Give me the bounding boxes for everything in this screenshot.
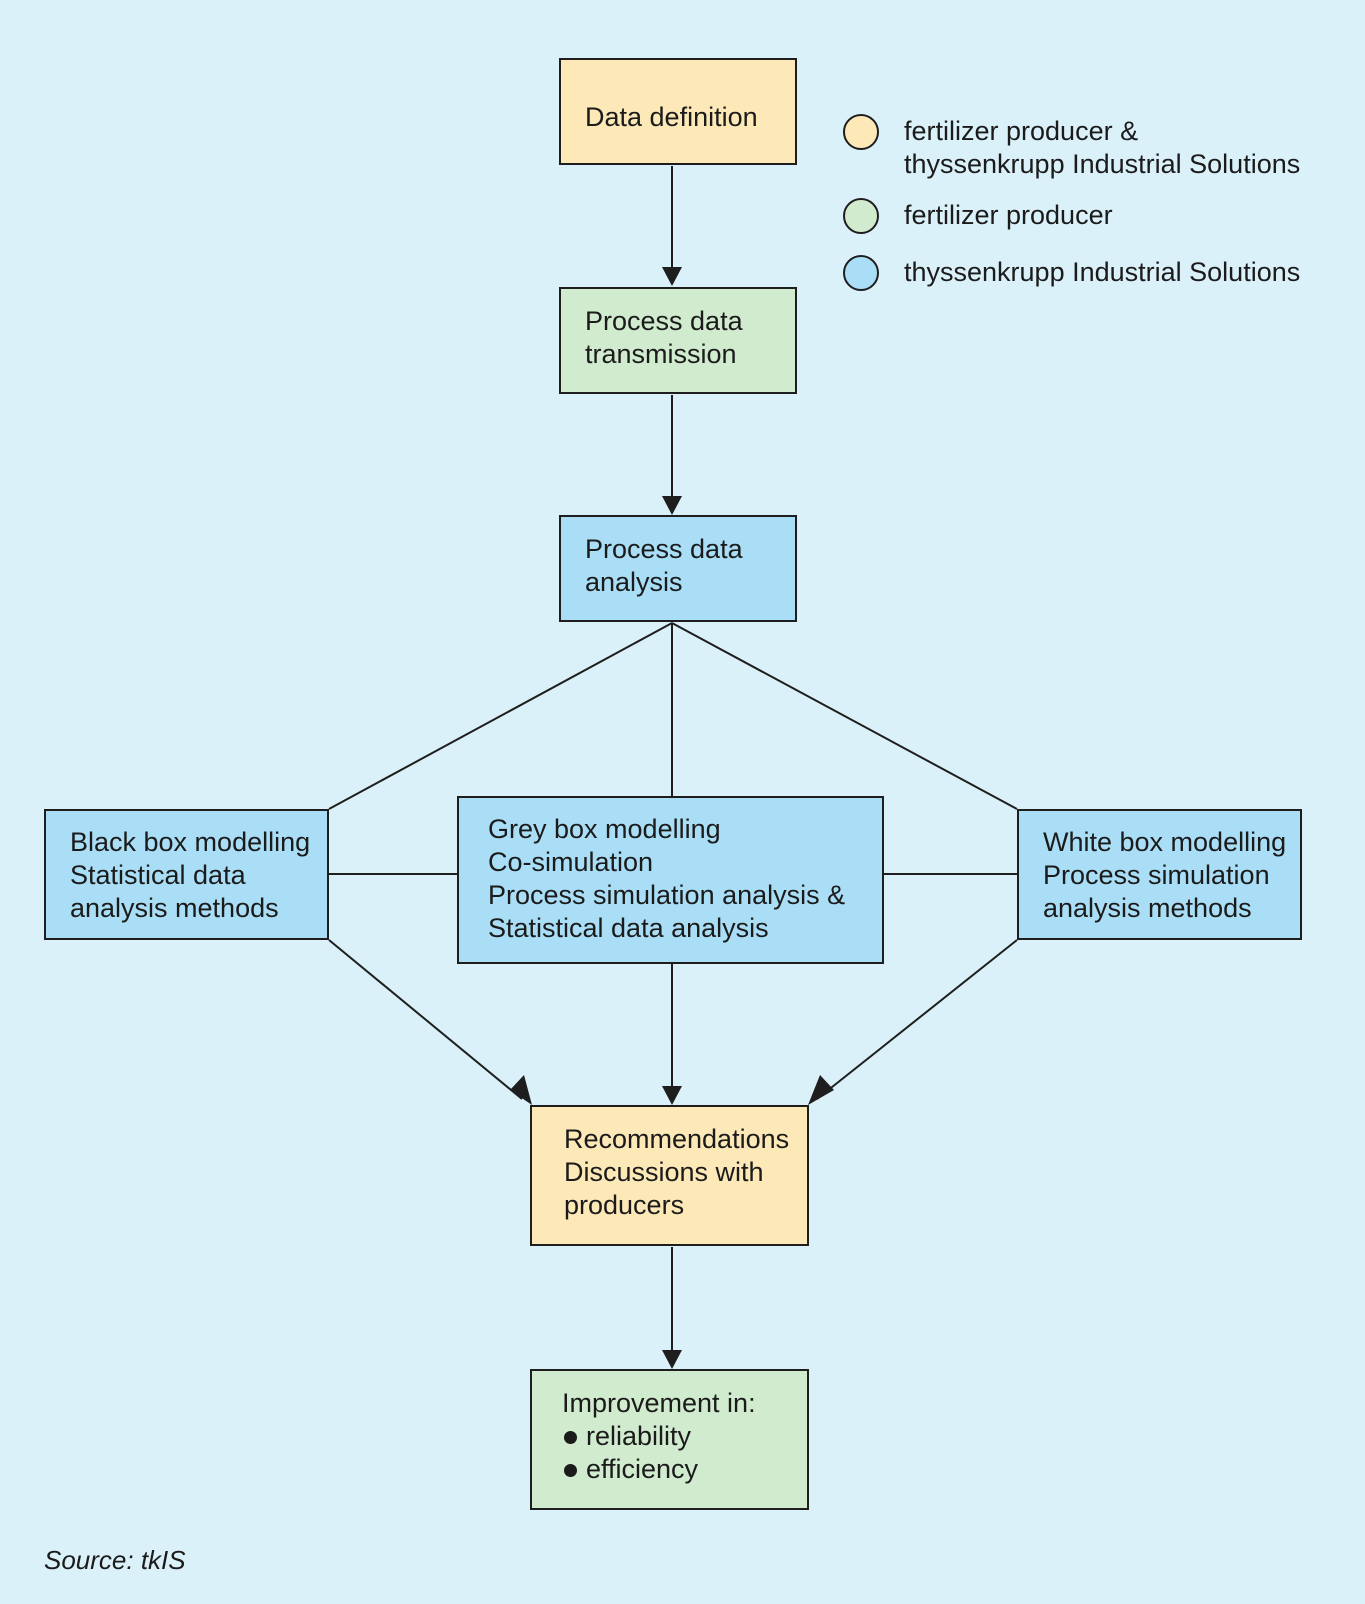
legend-swatch-circle xyxy=(843,114,879,150)
node-title: Improvement in: xyxy=(562,1388,756,1418)
arrowhead-improvement xyxy=(662,1350,682,1369)
node-label: Black box modelling xyxy=(70,827,311,857)
node-label: Process simulation xyxy=(1043,860,1270,890)
edge-analysis-to-white-box xyxy=(671,622,1018,810)
arrowhead-recommend-center xyxy=(662,1086,682,1105)
node-label: Process data xyxy=(585,534,743,564)
bullet-icon xyxy=(564,1431,577,1444)
node-improvement: Improvement in: reliability efficiency xyxy=(530,1369,809,1510)
arrowhead-recommend-right xyxy=(808,1075,834,1105)
edge-black-box-to-recommendations xyxy=(328,939,523,1100)
node-label: Statistical data xyxy=(70,860,246,890)
legend-label: fertilizer producer & xyxy=(904,116,1139,146)
legend-swatch-circle xyxy=(843,198,879,234)
legend-label: fertilizer producer xyxy=(904,200,1113,230)
source-caption: Source: tkIS xyxy=(44,1545,186,1575)
bullet-item: reliability xyxy=(562,1420,807,1453)
arrowhead-transmission xyxy=(662,267,682,286)
node-label: Statistical data analysis xyxy=(488,913,769,943)
bullet-item: efficiency xyxy=(562,1453,807,1486)
bullet-label: reliability xyxy=(586,1421,692,1451)
edge-white-box-to-recommendations xyxy=(816,939,1018,1100)
bullet-label: efficiency xyxy=(586,1454,699,1484)
node-recommendations: Recommendations Discussions with produce… xyxy=(530,1105,809,1246)
node-label: Process data xyxy=(585,306,743,336)
node-data-definition: Data definition xyxy=(559,58,797,165)
node-label: analysis methods xyxy=(70,893,279,923)
node-black-box-modelling: Black box modelling Statistical data ana… xyxy=(44,809,329,940)
node-label: Data definition xyxy=(585,102,758,132)
node-label: Co-simulation xyxy=(488,847,654,877)
arrowhead-recommend-left xyxy=(510,1075,532,1105)
node-label: analysis xyxy=(585,567,683,597)
node-white-box-modelling: White box modelling Process simulation a… xyxy=(1017,809,1302,940)
node-label: Process simulation analysis & xyxy=(488,880,846,910)
node-process-data-analysis: Process data analysis xyxy=(559,515,797,622)
node-label: Recommendations xyxy=(564,1124,790,1154)
legend-label: thyssenkrupp Industrial Solutions xyxy=(904,149,1301,179)
node-label: White box modelling xyxy=(1043,827,1287,857)
legend-swatch-circle xyxy=(843,255,879,291)
legend-label: thyssenkrupp Industrial Solutions xyxy=(904,257,1301,287)
node-label: Grey box modelling xyxy=(488,814,721,844)
bullet-icon xyxy=(564,1464,577,1477)
node-label: Discussions with xyxy=(564,1157,764,1187)
node-grey-box-modelling: Grey box modelling Co-simulation Process… xyxy=(457,796,884,964)
node-process-data-transmission: Process data transmission xyxy=(559,287,797,394)
node-label: producers xyxy=(564,1190,685,1220)
node-label: transmission xyxy=(585,339,737,369)
edge-analysis-to-black-box xyxy=(328,622,673,810)
arrowhead-analysis xyxy=(662,496,682,515)
node-label: analysis methods xyxy=(1043,893,1252,923)
